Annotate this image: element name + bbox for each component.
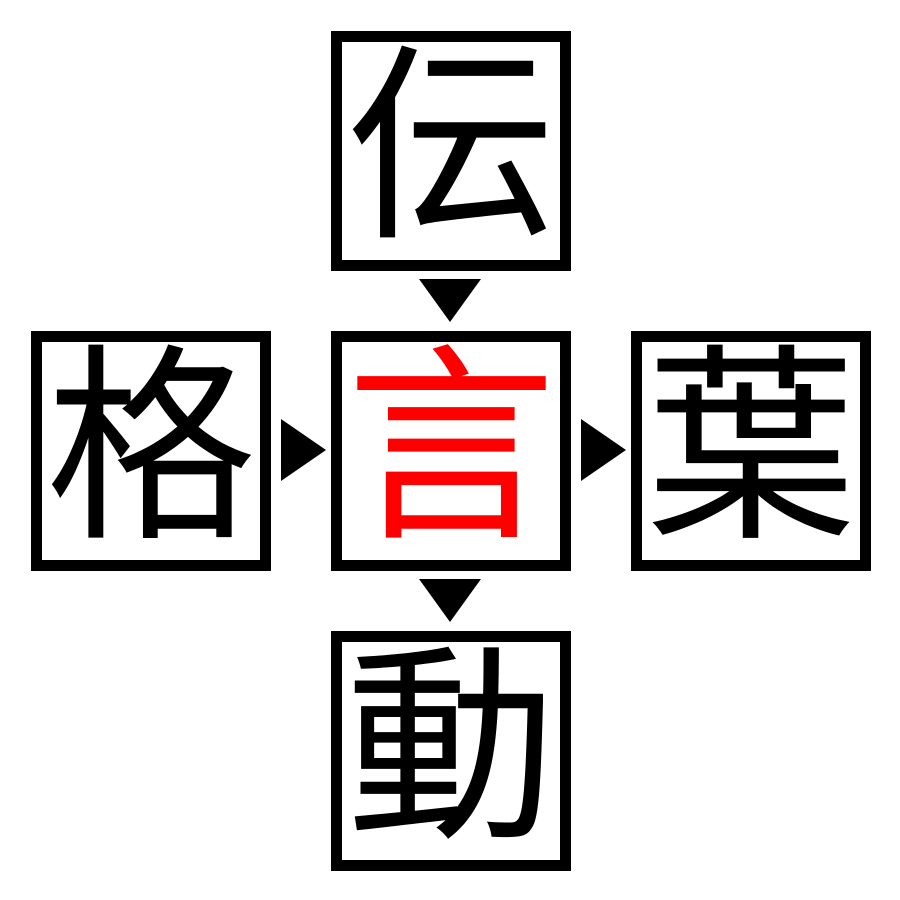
kanji-cell-top[interactable]: 伝 xyxy=(331,31,571,271)
arrow-down-icon-top-to-center xyxy=(419,279,481,322)
kanji-glyph-bottom: 動 xyxy=(345,626,556,871)
arrow-right-icon-left-to-center xyxy=(281,419,326,481)
arrow-right-icon-center-to-right xyxy=(581,419,626,481)
kanji-glyph-center: 言 xyxy=(345,326,556,571)
kanji-glyph-top: 伝 xyxy=(345,26,556,271)
kanji-glyph-right: 葉 xyxy=(645,326,856,571)
kanji-cell-bottom[interactable]: 動 xyxy=(331,631,571,871)
kanji-cell-center[interactable]: 言 xyxy=(331,331,571,571)
arrow-down-icon-center-to-bottom xyxy=(419,579,481,622)
kanji-cell-right[interactable]: 葉 xyxy=(631,331,871,571)
kanji-cell-left[interactable]: 格 xyxy=(31,331,271,571)
kanji-glyph-left: 格 xyxy=(45,326,256,571)
